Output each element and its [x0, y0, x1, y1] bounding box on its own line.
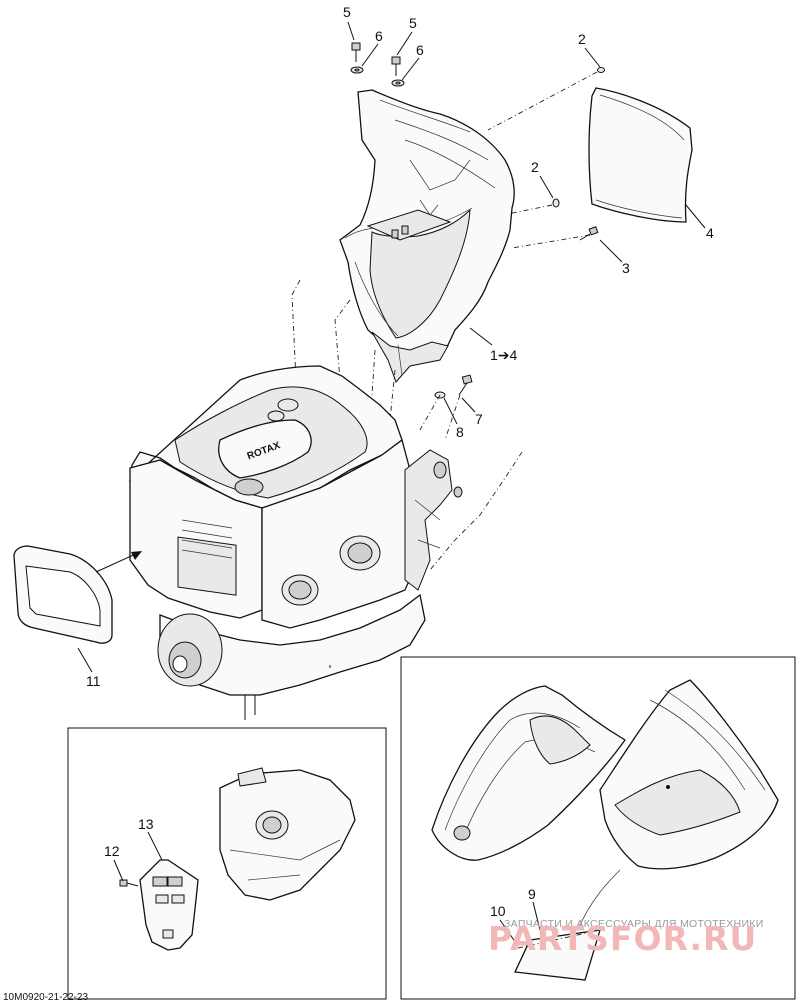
callout-2a: 2 [578, 31, 586, 47]
washer-6b [391, 79, 405, 87]
inset-frame-right [400, 656, 796, 1000]
plug-2-mid [552, 198, 560, 208]
callout-5a: 5 [343, 4, 351, 20]
washer-6a [350, 66, 364, 74]
intake-port-1 [281, 574, 319, 606]
engine-vent-grille [177, 536, 237, 596]
callout-10: 10 [490, 903, 506, 919]
callout-3: 3 [622, 260, 630, 276]
screw-12 [119, 879, 139, 887]
decal-9 [514, 929, 601, 981]
leader-lines [77, 21, 706, 947]
cover-panel-4 [588, 87, 693, 223]
callout-5b: 5 [409, 15, 417, 31]
engine-flywheel [157, 613, 223, 687]
plug-2-top [597, 67, 605, 73]
callout-11: 11 [86, 673, 101, 689]
callout-2b: 2 [531, 159, 539, 175]
engine-assembly: ROTAX [129, 365, 463, 720]
watermark-logo: PARTSFOR.RU [488, 919, 757, 958]
screw-3 [579, 226, 599, 241]
bolt-7 [458, 374, 473, 396]
callout-9: 9 [528, 886, 536, 902]
callout-13: 13 [138, 816, 154, 832]
screw-5a [351, 42, 361, 62]
hood-front [431, 685, 626, 861]
callout-8: 8 [456, 424, 464, 440]
reference-code: 10M0920-21-22-23 [3, 992, 88, 1003]
screw-5b [391, 56, 401, 76]
air-intake-silencer [339, 89, 515, 383]
plate-13 [139, 859, 199, 951]
gasket-11 [13, 545, 113, 644]
callout-6b: 6 [416, 42, 424, 58]
engine-emblem [234, 478, 264, 496]
callout-4: 4 [706, 225, 714, 241]
watermark-tagline: ЗАПЧАСТИ И АКСЕССУАРЫ ДЛЯ МОТОТЕХНИКИ [504, 918, 764, 930]
intake-port-2 [339, 535, 381, 571]
inset-frame-left [67, 727, 387, 1000]
air-box-inset [219, 767, 356, 901]
callout-7: 7 [475, 411, 483, 427]
callout-1-to-4: 1➔4 [490, 347, 518, 363]
hood-rear [599, 679, 779, 870]
callout-12: 12 [104, 843, 120, 859]
callout-6a: 6 [375, 28, 383, 44]
